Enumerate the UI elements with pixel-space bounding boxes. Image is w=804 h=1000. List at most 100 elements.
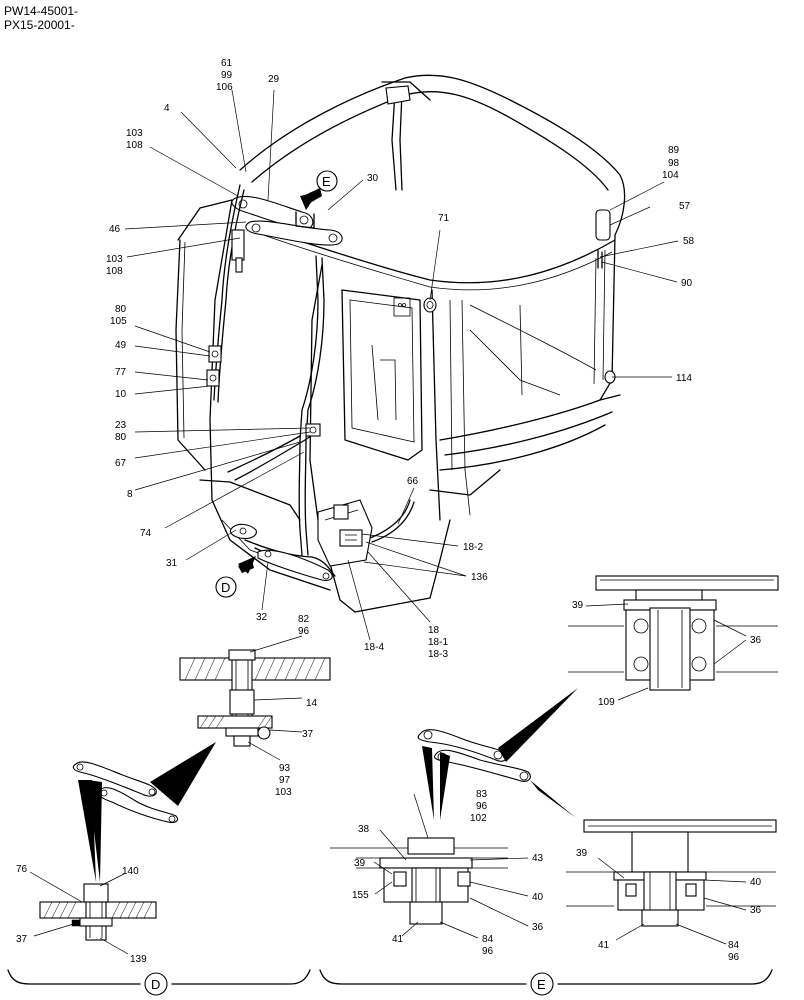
detail-e-bearing-section-lower bbox=[566, 819, 777, 945]
callout-29: 29 bbox=[268, 74, 280, 85]
callout-76: 76 bbox=[16, 864, 28, 875]
callout-37-a: 37 bbox=[302, 729, 314, 740]
callout-18-4: 18-4 bbox=[364, 642, 384, 653]
view-e-bracket: E bbox=[319, 969, 773, 996]
callout-136: 136 bbox=[471, 572, 488, 583]
callout-4: 4 bbox=[164, 103, 170, 114]
callout-104: 104 bbox=[662, 170, 679, 181]
callout-103-lower: 103 bbox=[106, 254, 123, 265]
callout-18-3: 18-3 bbox=[428, 649, 448, 660]
detail-e-bearing-section-upper bbox=[568, 575, 779, 701]
callout-71: 71 bbox=[438, 213, 450, 224]
callout-30: 30 bbox=[367, 173, 379, 184]
callout-109: 109 bbox=[598, 697, 615, 708]
leader-lines-main bbox=[124, 89, 679, 641]
view-d-arrow: D bbox=[215, 556, 256, 598]
callout-96-c: 96 bbox=[482, 946, 494, 957]
port-rings bbox=[423, 209, 616, 384]
callout-108-lower: 108 bbox=[106, 266, 123, 277]
callout-37-b: 37 bbox=[16, 934, 28, 945]
callout-67: 67 bbox=[115, 458, 127, 469]
washer-tank-assembly bbox=[317, 499, 415, 567]
callout-41-b: 41 bbox=[598, 940, 610, 951]
callout-80-upper: 80 bbox=[115, 304, 127, 315]
callout-36-a: 36 bbox=[750, 635, 762, 646]
callout-49: 49 bbox=[115, 340, 127, 351]
callout-36-b: 36 bbox=[532, 922, 544, 933]
callout-18-2: 18-2 bbox=[463, 542, 483, 553]
serial-number-line-2: PX15-20001- bbox=[4, 18, 75, 32]
callout-103-upper: 103 bbox=[126, 128, 143, 139]
detail-e-bearing-section-middle bbox=[330, 793, 529, 939]
callout-98: 98 bbox=[668, 158, 680, 169]
view-d-label: D bbox=[151, 977, 160, 992]
callout-105: 105 bbox=[110, 316, 127, 327]
callout-80-lower: 80 bbox=[115, 432, 127, 443]
callouts-detail-d: 76 140 37 139 bbox=[16, 864, 147, 965]
base-plates bbox=[229, 523, 333, 581]
callout-106: 106 bbox=[216, 82, 233, 93]
callout-39-b: 39 bbox=[354, 858, 366, 869]
callout-140: 140 bbox=[122, 866, 139, 877]
callout-74: 74 bbox=[140, 528, 152, 539]
callout-82: 82 bbox=[298, 614, 310, 625]
callout-96-b: 96 bbox=[476, 801, 488, 812]
cab-frame-drawing bbox=[175, 74, 626, 613]
callout-97: 97 bbox=[279, 775, 291, 786]
view-d-bracket: D bbox=[7, 969, 311, 996]
callout-139: 139 bbox=[130, 954, 147, 965]
callout-114: 114 bbox=[676, 373, 692, 384]
detail-e-link-bars bbox=[417, 688, 578, 820]
callout-40-a: 40 bbox=[532, 892, 544, 903]
callout-40-b: 40 bbox=[750, 877, 762, 888]
callout-96-a: 96 bbox=[298, 626, 310, 637]
callout-43: 43 bbox=[532, 853, 544, 864]
callouts-detail-e-upper: 39 36 109 bbox=[572, 600, 762, 708]
detail-bolt-clamp bbox=[179, 635, 331, 761]
callout-32: 32 bbox=[256, 612, 268, 623]
callout-155: 155 bbox=[352, 890, 369, 901]
callout-36-c: 36 bbox=[750, 905, 762, 916]
callout-84-a: 84 bbox=[482, 934, 494, 945]
callout-93: 93 bbox=[279, 763, 291, 774]
callout-83: 83 bbox=[476, 789, 488, 800]
callouts-bolt-clamp: 82 96 14 37 93 97 103 bbox=[275, 614, 318, 798]
callout-61: 61 bbox=[221, 58, 233, 69]
callout-39-a: 39 bbox=[572, 600, 584, 611]
callout-39-c: 39 bbox=[576, 848, 588, 859]
callout-8: 8 bbox=[127, 489, 133, 500]
callout-77: 77 bbox=[115, 367, 127, 378]
callout-108-upper: 108 bbox=[126, 140, 143, 151]
view-e-marker: E bbox=[322, 174, 331, 189]
callout-102: 102 bbox=[470, 813, 487, 824]
callout-66: 66 bbox=[407, 476, 419, 487]
cable-harness bbox=[206, 85, 411, 581]
callout-46: 46 bbox=[109, 224, 121, 235]
serial-number-line-1: PW14-45001- bbox=[4, 4, 78, 18]
callouts-main-view: 61 99 106 29 4 103 108 46 103 108 30 71 … bbox=[106, 58, 695, 660]
detail-link-bars-left bbox=[72, 742, 216, 882]
callout-103-detail: 103 bbox=[275, 787, 292, 798]
view-e-arrow: E bbox=[300, 170, 338, 210]
callout-90: 90 bbox=[681, 278, 693, 289]
link-bar-assembly-top bbox=[231, 195, 343, 246]
callout-84-b: 84 bbox=[728, 940, 740, 951]
callout-31: 31 bbox=[166, 558, 178, 569]
view-e-label: E bbox=[537, 977, 546, 992]
callout-89: 89 bbox=[668, 145, 680, 156]
callout-57: 57 bbox=[679, 201, 691, 212]
callout-96-d: 96 bbox=[728, 952, 740, 963]
callout-10: 10 bbox=[115, 389, 127, 400]
callout-23: 23 bbox=[115, 420, 127, 431]
callout-18: 18 bbox=[428, 625, 440, 636]
callout-41-a: 41 bbox=[392, 934, 404, 945]
callouts-detail-e-lower: 39 40 36 41 84 96 bbox=[576, 848, 762, 963]
callout-14: 14 bbox=[306, 698, 318, 709]
detail-d-bolt-section bbox=[29, 871, 157, 955]
callout-58: 58 bbox=[683, 236, 695, 247]
callout-38: 38 bbox=[358, 824, 370, 835]
callouts-detail-e-middle: 83 96 102 38 43 39 155 40 36 41 84 96 bbox=[352, 789, 544, 957]
callout-18-1: 18-1 bbox=[428, 637, 448, 648]
view-d-marker: D bbox=[221, 580, 230, 595]
